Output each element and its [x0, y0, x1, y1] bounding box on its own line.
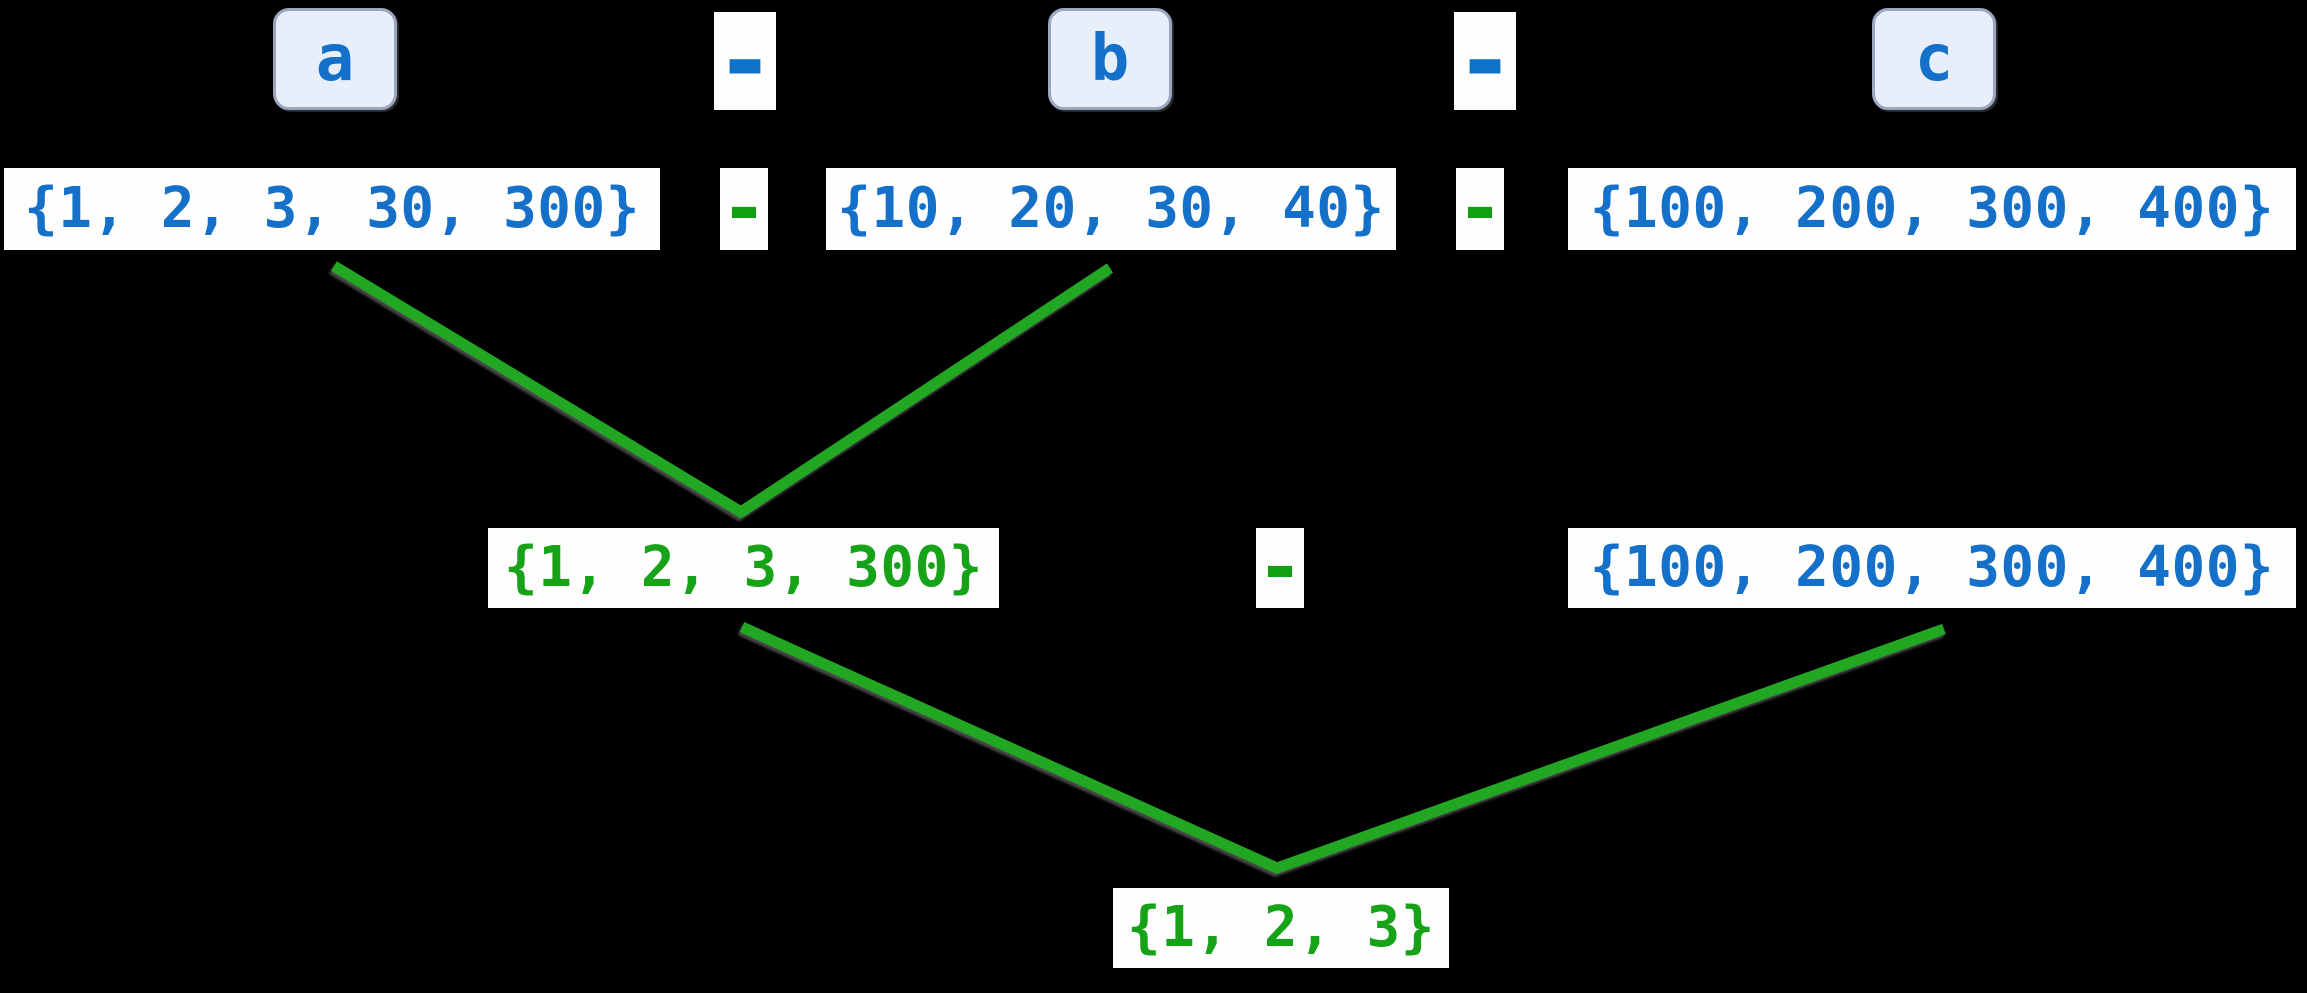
- set-c-value-intermediate: {100, 200, 300, 400}: [1589, 535, 2275, 600]
- result-a-minus-b-value: {1, 2, 3, 300}: [503, 535, 983, 600]
- minus-operator-intermediate: -: [1256, 528, 1304, 608]
- set-c-value-box: {100, 200, 300, 400}: [1568, 168, 2296, 250]
- variable-c-box: c: [1872, 8, 1996, 110]
- minus-operator-row-ab: -: [720, 168, 768, 250]
- result-a-minus-b-box: {1, 2, 3, 300}: [488, 528, 999, 608]
- set-a-value-box: {1, 2, 3, 30, 300}: [4, 168, 660, 250]
- set-c-value: {100, 200, 300, 400}: [1589, 176, 2275, 241]
- merge-line-ab-c: [739, 621, 1946, 874]
- set-b-value: {10, 20, 30, 40}: [837, 176, 1385, 241]
- set-a-value: {1, 2, 3, 30, 300}: [24, 176, 640, 241]
- minus-operator-top-ab: -: [714, 2, 776, 119]
- merge-line-a-b: [331, 261, 1114, 519]
- final-result-value: {1, 2, 3}: [1127, 895, 1435, 960]
- minus-glyph: -: [714, 2, 776, 119]
- set-c-value-box-intermediate: {100, 200, 300, 400}: [1568, 528, 2296, 608]
- minus-glyph: -: [1456, 164, 1504, 254]
- final-result-box: {1, 2, 3}: [1113, 888, 1449, 968]
- set-b-value-box: {10, 20, 30, 40}: [826, 168, 1396, 250]
- minus-glyph: -: [720, 164, 768, 254]
- minus-glyph: -: [1454, 2, 1516, 119]
- variable-b-box: b: [1048, 8, 1172, 110]
- minus-operator-row-bc: -: [1456, 168, 1504, 250]
- variable-a-box: a: [273, 8, 397, 110]
- minus-glyph: -: [1256, 523, 1304, 613]
- minus-operator-top-bc: -: [1454, 2, 1516, 119]
